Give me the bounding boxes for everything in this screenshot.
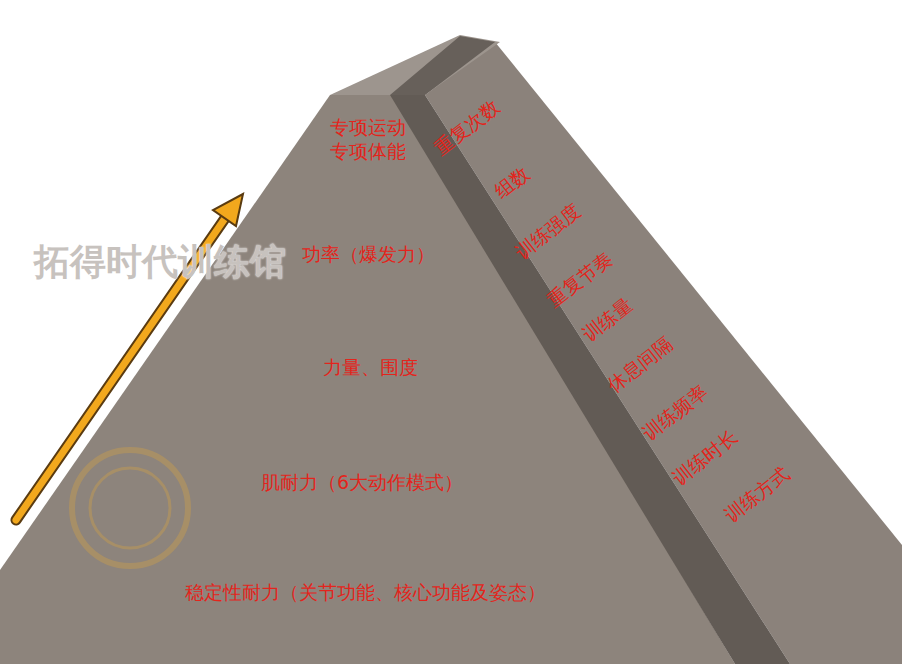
training-variable-label: 重复次数 [430, 95, 505, 161]
training-variable-label: 训练强度 [511, 199, 586, 265]
training-variable-label: 训练频率 [638, 380, 713, 446]
training-variable-label: 重复节奏 [543, 247, 618, 313]
pyramid-top [330, 35, 500, 95]
pyramid-ridge [390, 95, 790, 664]
pyramid-level-label: 力量、围度 [323, 356, 418, 380]
pyramid-right-face [425, 42, 902, 664]
ridge-top [390, 36, 495, 95]
watermark: 拓得时代训练馆 [34, 238, 286, 287]
pyramid-level-label: 肌耐力（6大动作模式） [261, 471, 463, 495]
pyramid-level-label: 功率（爆发力） [302, 243, 435, 267]
training-variable-label: 组数 [490, 162, 535, 204]
pyramid-level-label: 稳定性耐力（关节功能、核心功能及姿态） [185, 581, 546, 605]
training-variable-label: 休息间隔 [603, 332, 678, 398]
training-variable-label: 训练时长 [668, 425, 743, 491]
pyramid-level-label: 专项运动 专项体能 [325, 116, 411, 164]
training-variable-label: 训练量 [577, 293, 637, 347]
training-variable-label: 训练方式 [720, 462, 795, 528]
logo-mark [72, 450, 188, 566]
